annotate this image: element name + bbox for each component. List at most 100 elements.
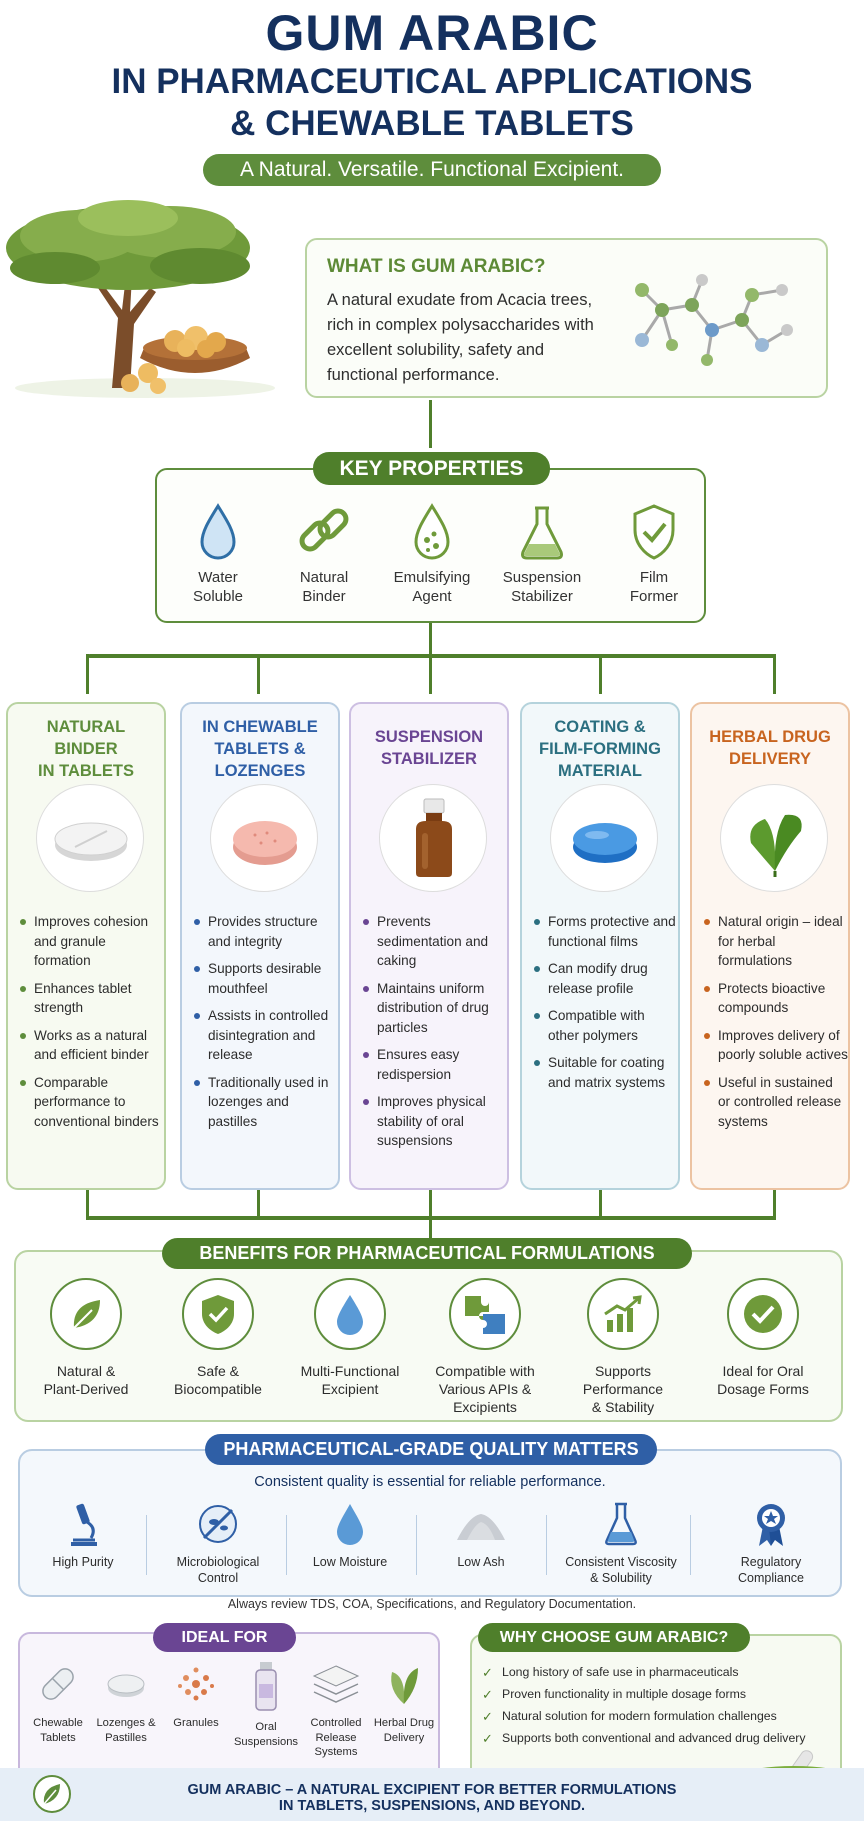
ideal-label: Chewable <box>33 1717 83 1729</box>
growth-chart-icon <box>604 1295 642 1332</box>
ideal-label: Herbal Drug <box>373 1717 435 1729</box>
list-item: Compatible with other polymers <box>534 1006 678 1045</box>
connector-line <box>429 400 432 448</box>
property-label: Stabilizer <box>511 588 573 605</box>
check-icon: ✓ <box>482 1731 493 1746</box>
key-properties-title: KEY PROPERTIES <box>313 452 550 485</box>
list-item: ✓Natural solution for modern formulation… <box>482 1708 838 1724</box>
check-icon: ✓ <box>482 1709 493 1724</box>
page-subtitle-line2: & CHEWABLE TABLETS <box>230 104 634 143</box>
list-item: Improves delivery of poorly soluble acti… <box>704 1026 848 1065</box>
quality-title: PHARMACEUTICAL-GRADE QUALITY MATTERS <box>205 1434 657 1465</box>
column-points: Natural origin – ideal for herbal formul… <box>704 912 848 1139</box>
amber-bottle-icon <box>416 798 452 877</box>
benefit-label: & Stability <box>591 1399 655 1415</box>
quality-label: & Solubility <box>590 1571 652 1585</box>
ideal-label: Delivery <box>383 1731 425 1744</box>
acacia-tree-illustration <box>6 200 275 398</box>
list-item: Maintains uniform distribution of drug p… <box>363 979 507 1038</box>
flask-icon <box>521 506 563 560</box>
molecule-illustration <box>635 274 793 366</box>
quality-low-ash: Low Ash <box>416 1500 546 1570</box>
shield-check-icon <box>633 504 675 560</box>
property-label: Former <box>629 588 679 605</box>
list-item: ✓Supports both conventional and advanced… <box>482 1730 838 1746</box>
shield-check-icon <box>202 1295 234 1334</box>
link-icon <box>299 508 349 552</box>
benefits-title: BENEFITS FOR PHARMACEUTICAL FORMULATIONS <box>162 1238 692 1269</box>
connector-line <box>773 654 776 694</box>
capsule-icon <box>42 1668 74 1700</box>
column-points: Forms protective and functional films Ca… <box>534 912 678 1100</box>
bottle-icon <box>255 1662 277 1711</box>
list-item: Assists in controlled disintegration and… <box>194 1006 338 1065</box>
ideal-label: Suspensions <box>233 1735 299 1748</box>
quality-subtitle: Consistent quality is essential for reli… <box>254 1474 606 1490</box>
check-icon: ✓ <box>482 1687 493 1702</box>
beaker-icon <box>605 1502 637 1546</box>
tagline-banner: A Natural. Versatile. Functional Excipie… <box>203 154 661 186</box>
connector-line <box>257 1190 260 1220</box>
quality-label: Compliance <box>737 1571 804 1585</box>
divider <box>286 1515 287 1575</box>
column-points: Improves cohesion and granule formation … <box>20 912 164 1139</box>
column-title: IN CHEWABLE <box>202 718 318 736</box>
list-item: Ensures easy redispersion <box>363 1045 507 1084</box>
quality-label: High Purity <box>52 1555 114 1569</box>
benefit-label: Compatible with <box>435 1363 535 1379</box>
tablet-image <box>36 784 144 892</box>
ideal-label: Controlled <box>310 1717 362 1729</box>
connector-line <box>429 623 432 656</box>
list-item: Supports desirable mouthfeel <box>194 959 338 998</box>
water-drop-icon <box>337 1504 363 1545</box>
column-title: TABLETS & <box>214 740 306 758</box>
blue-tablet-icon <box>573 823 637 863</box>
footer-text: GUM ARABIC – A NATURAL EXCIPIENT FOR BET… <box>120 1782 744 1814</box>
leaf-icon <box>391 1668 418 1704</box>
check-icon: ✓ <box>482 1665 493 1680</box>
quality-card <box>18 1449 842 1597</box>
powder-pile-icon <box>457 1514 505 1540</box>
ideal-label: Tablets <box>40 1731 76 1744</box>
benefit-natural: Natural &Plant-Derived <box>21 1278 151 1398</box>
list-item: Suitable for coating and matrix systems <box>534 1053 678 1092</box>
benefit-performance: Supports Performance& Stability <box>558 1278 688 1416</box>
column-title: LOZENGES <box>214 762 306 780</box>
column-title: HERBAL DRUG <box>709 728 831 746</box>
column-title: SUSPENSION <box>374 728 484 746</box>
column-chewable-tablets: IN CHEWABLE TABLETS & LOZENGES Provides st… <box>180 702 340 1190</box>
leaf-badge-icon <box>33 1775 71 1813</box>
property-label: Natural <box>299 569 349 586</box>
page-title: GUM ARABIC <box>265 5 599 61</box>
puzzle-icon <box>465 1296 505 1334</box>
benefit-label: Excipient <box>321 1381 379 1397</box>
column-title: MATERIAL <box>557 762 642 780</box>
connector-line <box>599 654 602 694</box>
list-item: Can modify drug release profile <box>534 959 678 998</box>
lozenge-icon <box>107 1674 145 1697</box>
ideal-label: Oral <box>255 1721 277 1733</box>
connector-line <box>86 1190 89 1220</box>
list-item: Protects bioactive compounds <box>704 979 848 1018</box>
footer-band <box>0 1768 864 1821</box>
list-item: Enhances tablet strength <box>20 979 164 1018</box>
what-is-card: WHAT IS GUM ARABIC? A natural exudate fr… <box>305 238 828 398</box>
microscope-icon <box>71 1503 97 1546</box>
footer-line: GUM ARABIC – A NATURAL EXCIPIENT FOR BET… <box>187 1782 677 1798</box>
list-item: Prevents sedimentation and caking <box>363 912 507 971</box>
column-title: BINDER <box>54 740 118 758</box>
list-item: Improves physical stability of oral susp… <box>363 1092 507 1151</box>
property-label: Agent <box>412 588 452 605</box>
column-points: Provides structure and integrity Support… <box>194 912 338 1139</box>
column-title: COATING & <box>554 718 646 736</box>
ideal-label: Release <box>315 1731 357 1744</box>
